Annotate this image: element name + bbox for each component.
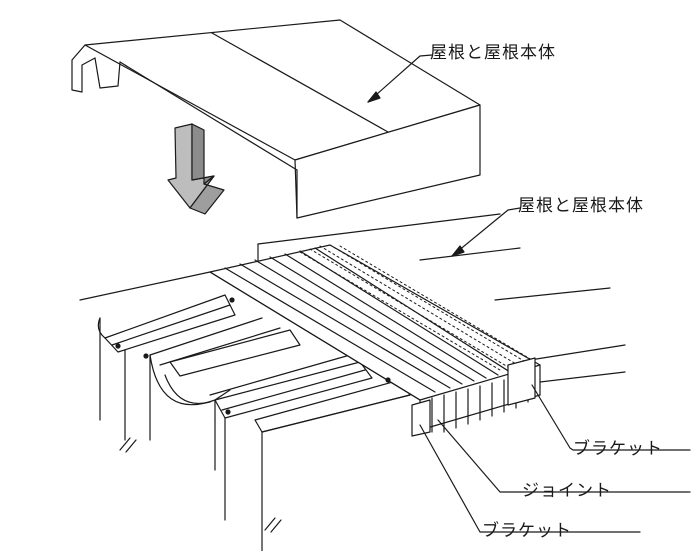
leader-roof-top [367,54,433,103]
down-arrow-icon [167,123,225,215]
label-joint: ジョイント [522,481,612,501]
label-roof-top: 屋根と屋根本体 [430,43,556,63]
leader-bracket-right [531,384,691,451]
label-bracket-right: ブラケット [573,439,663,459]
leader-roof-middle [451,207,521,257]
roof-surfaces [79,213,626,441]
bracket-right-block [507,357,536,406]
joint-texture [299,244,533,371]
bracket-bottom-block [411,399,431,437]
roof-cover-top [71,19,481,219]
label-roof-middle: 屋根と屋根本体 [518,196,644,216]
label-bracket-bottom: ブラケット [482,521,572,541]
hatch-marks [119,437,282,533]
roof-panel-left [104,294,411,551]
gutter-left [97,317,231,471]
leader-bracket-bottom [419,424,641,533]
leader-joint [437,419,691,493]
screws [115,297,391,415]
